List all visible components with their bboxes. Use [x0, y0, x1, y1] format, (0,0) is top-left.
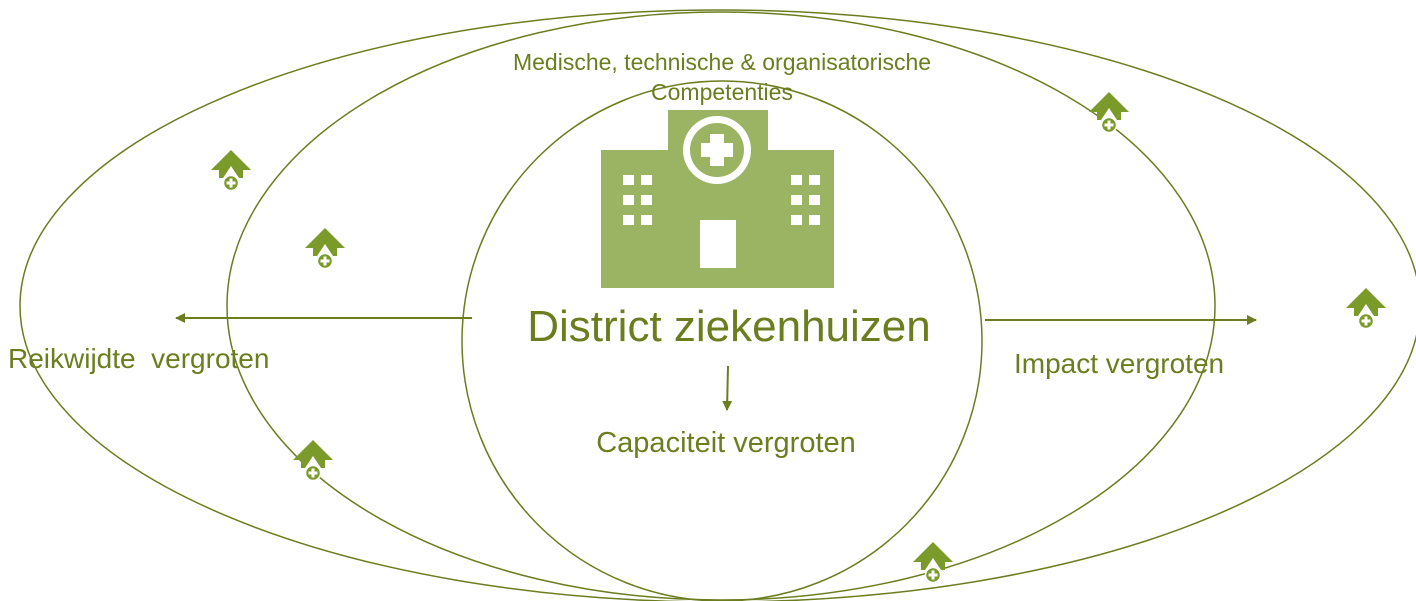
right-label: Impact vergroten — [1014, 348, 1224, 379]
down-arrow — [722, 365, 733, 411]
health-post-icon — [1345, 287, 1387, 330]
health-post-icon — [1088, 91, 1130, 134]
left-label: Reikwijdte vergroten — [8, 343, 269, 374]
center-label: District ziekenhuizen — [527, 302, 931, 351]
health-post-icon — [292, 439, 334, 482]
health-post-icon — [912, 541, 954, 584]
health-post-icon — [304, 227, 346, 270]
hospital-icon — [601, 110, 834, 288]
inner-ellipse — [461, 80, 983, 601]
competencies-label-line2: Competenties — [651, 79, 793, 105]
middle-ellipse — [226, 11, 1216, 601]
bottom-label: Capaciteit vergroten — [596, 427, 856, 459]
competencies-label-line1: Medische, technische & organisatorische — [513, 49, 931, 75]
health-post-icon — [210, 149, 252, 192]
outer-ellipse — [19, 9, 1416, 601]
